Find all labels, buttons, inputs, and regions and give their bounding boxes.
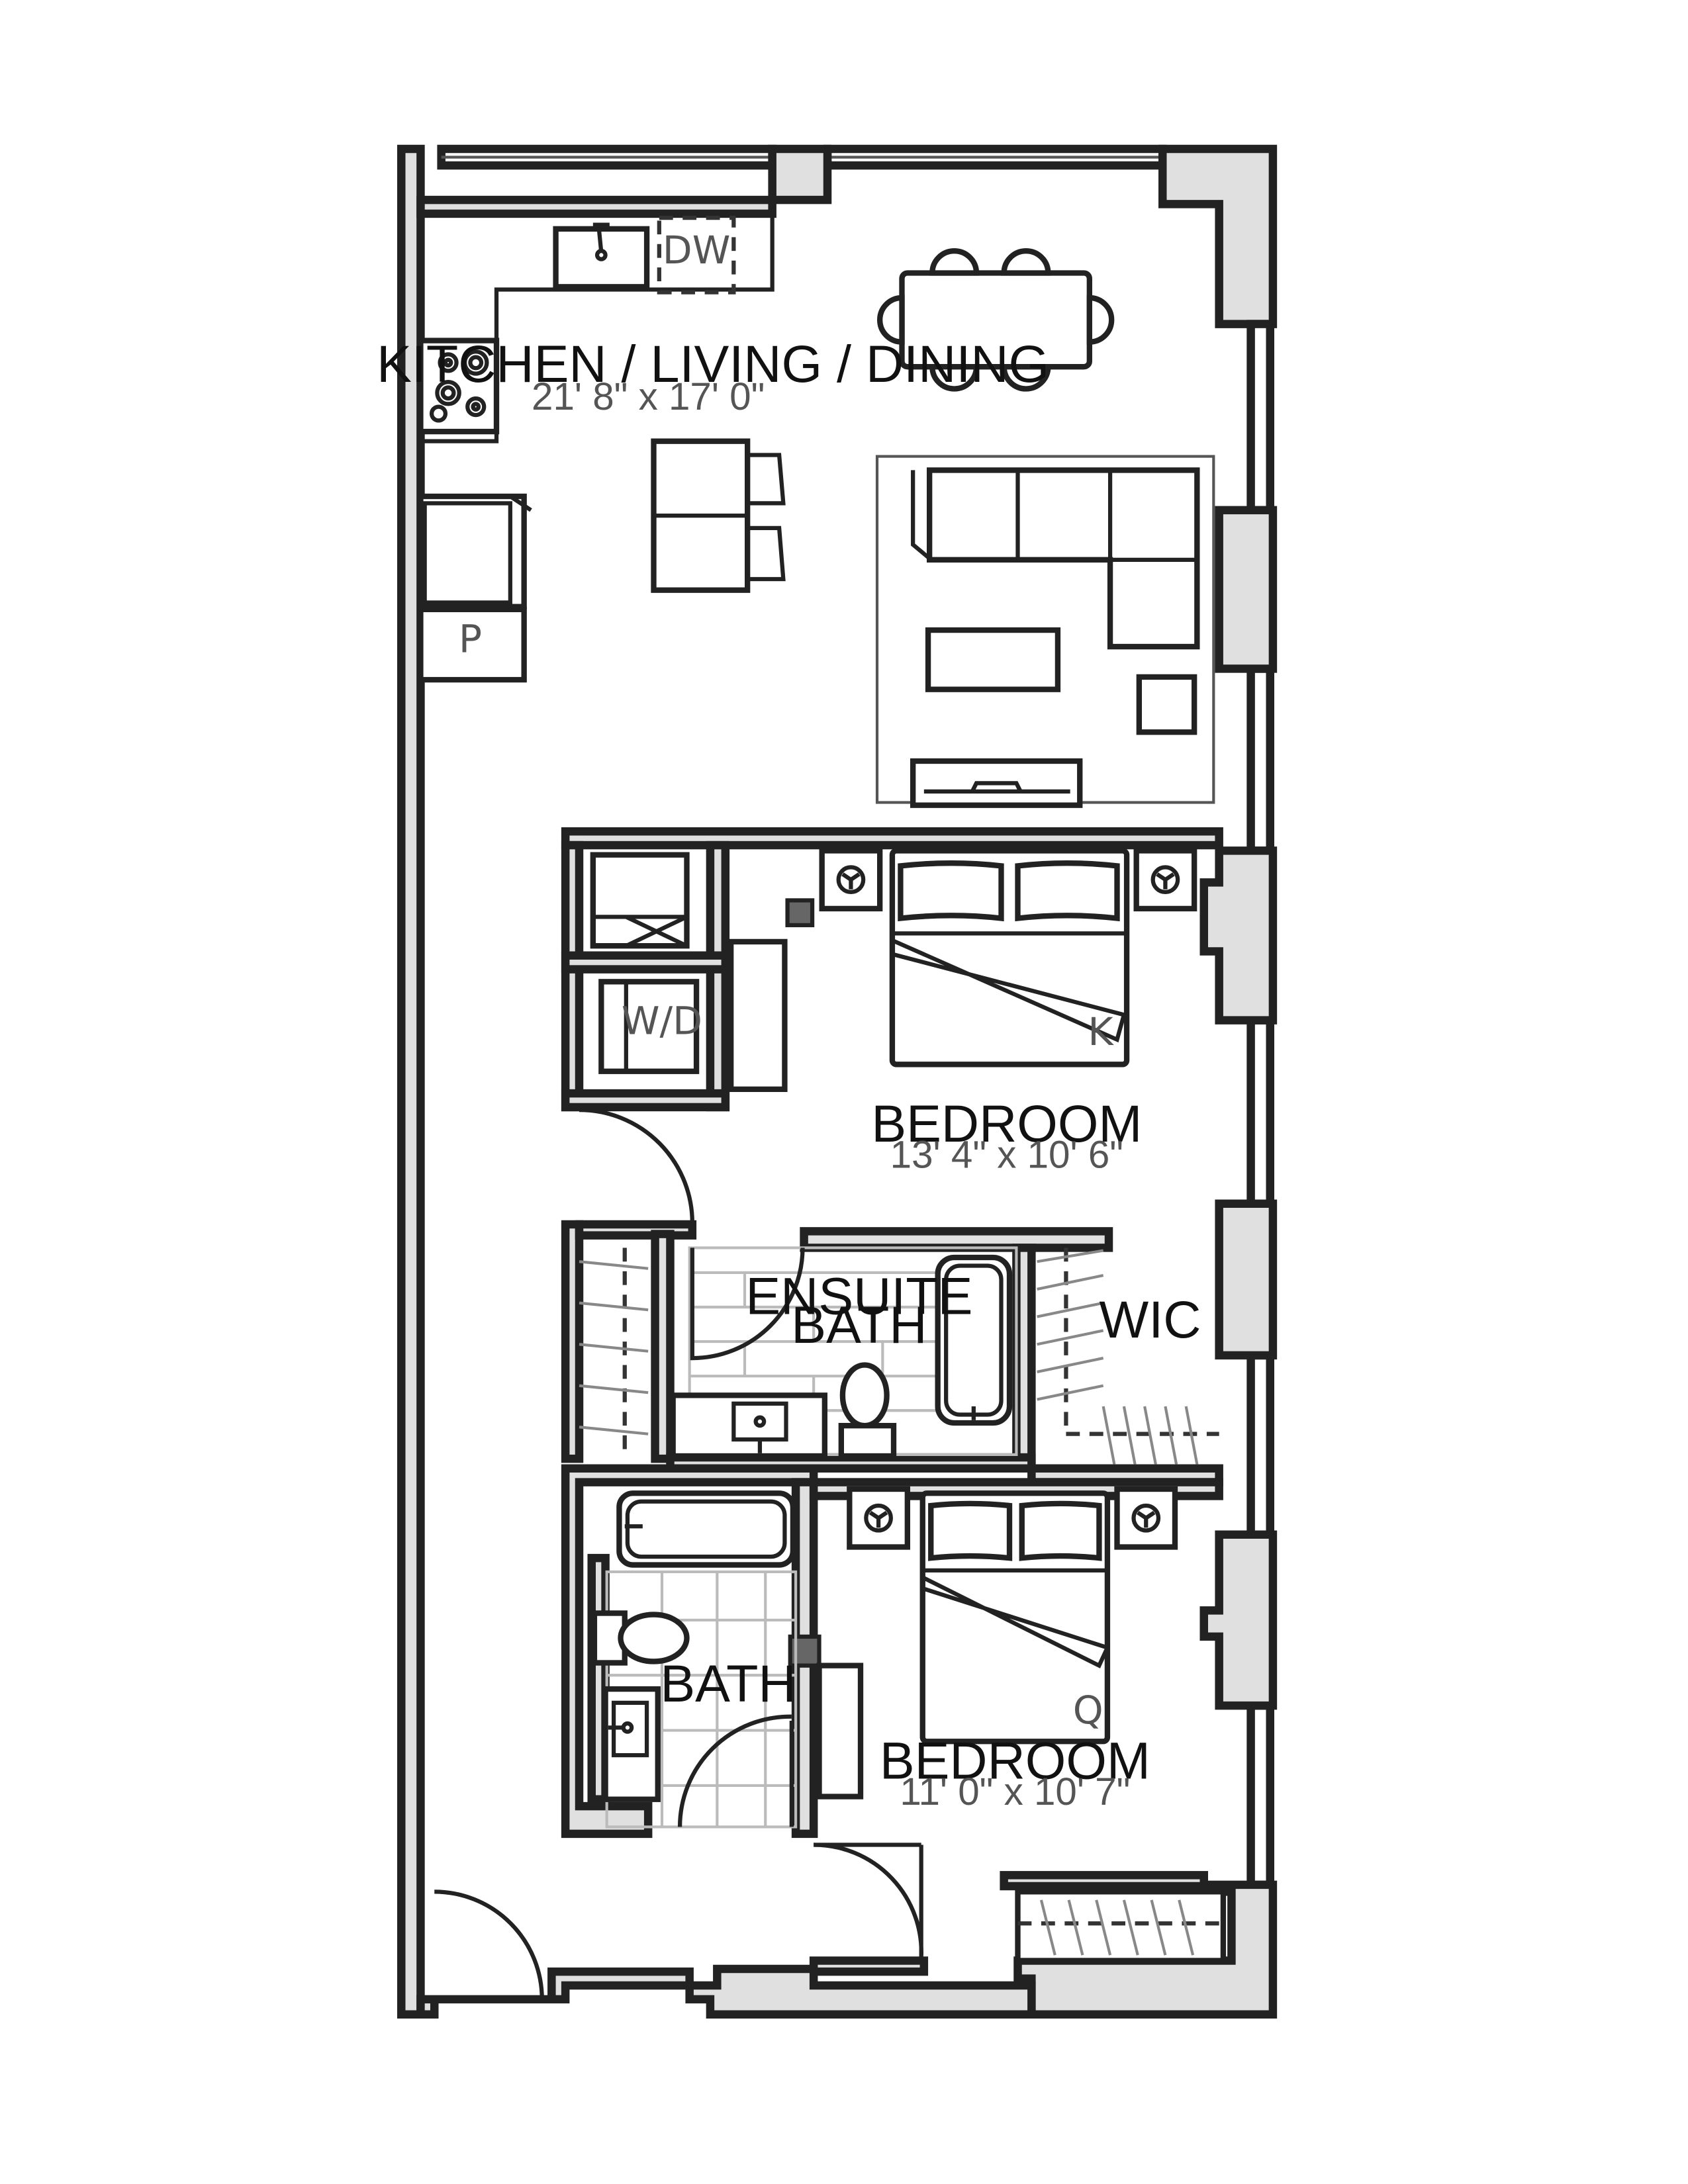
- side-table: [1136, 674, 1197, 735]
- sectional-sofa: [927, 467, 1200, 650]
- pantry-label: P: [459, 616, 482, 661]
- king-bed-label: K: [1088, 1009, 1114, 1054]
- bedroom-2-closet: [1000, 1871, 1227, 1964]
- pantry: [418, 606, 527, 683]
- dining-table: [877, 248, 1115, 392]
- laundry: W/D: [590, 852, 702, 1074]
- bedroom-2-door-swing: [814, 1843, 923, 1958]
- ensuite-bath-title-line1: ENSUITE: [745, 1266, 972, 1325]
- hall-closet: [579, 1248, 649, 1459]
- bedroom-2-size: 11' 0" x 10' 7": [900, 1770, 1130, 1813]
- bath-fixtures: [591, 1490, 798, 1829]
- bedroom-2-furniture: Q: [816, 1486, 1178, 1799]
- room-labels: KITCHEN / LIVING / DINING 21' 8" x 17' 0…: [377, 334, 1201, 1813]
- kitchen-living-dining-title: KITCHEN / LIVING / DINING: [377, 334, 1049, 393]
- vanity: [670, 1392, 827, 1459]
- column: [785, 898, 815, 928]
- entry-door-swing: [434, 1889, 544, 2001]
- door-swing: [690, 1248, 805, 1361]
- washer-dryer-label: W/D: [622, 999, 702, 1044]
- kitchen-living-dining-size: 21' 8" x 17' 0": [532, 375, 765, 418]
- ensuite-bath-fixtures: [670, 1246, 1018, 1459]
- wic-closet: [1037, 1248, 1219, 1465]
- toilet: [839, 1362, 890, 1429]
- bedroom-1-furniture: K: [728, 848, 1197, 1092]
- coffee-table: [925, 627, 1061, 692]
- exterior-walls: [397, 144, 1278, 2019]
- water-heater: [590, 852, 690, 949]
- living-area: [875, 455, 1215, 808]
- kitchen: DW P: [418, 211, 786, 683]
- refrigerator: [418, 493, 527, 610]
- ensuite-bath-title-line2: BATH: [791, 1295, 927, 1354]
- bedroom-1-size: 13' 4" x 10' 6": [890, 1134, 1123, 1177]
- dresser: [816, 1662, 864, 1799]
- bathtub: [935, 1254, 1013, 1426]
- doors: [434, 1107, 923, 2001]
- queen-bed-label: Q: [1073, 1688, 1103, 1733]
- dishwasher-label: DW: [663, 228, 731, 273]
- dresser: [728, 938, 788, 1092]
- bathtub: [616, 1490, 796, 1568]
- bedroom-2-title: BEDROOM: [880, 1731, 1150, 1790]
- bedroom-door-swing: [579, 1107, 694, 1225]
- bedroom-1-title: BEDROOM: [871, 1094, 1142, 1153]
- bath-title: BATH: [660, 1654, 796, 1713]
- wic-title: WIC: [1100, 1290, 1201, 1349]
- toilet: [618, 1612, 690, 1664]
